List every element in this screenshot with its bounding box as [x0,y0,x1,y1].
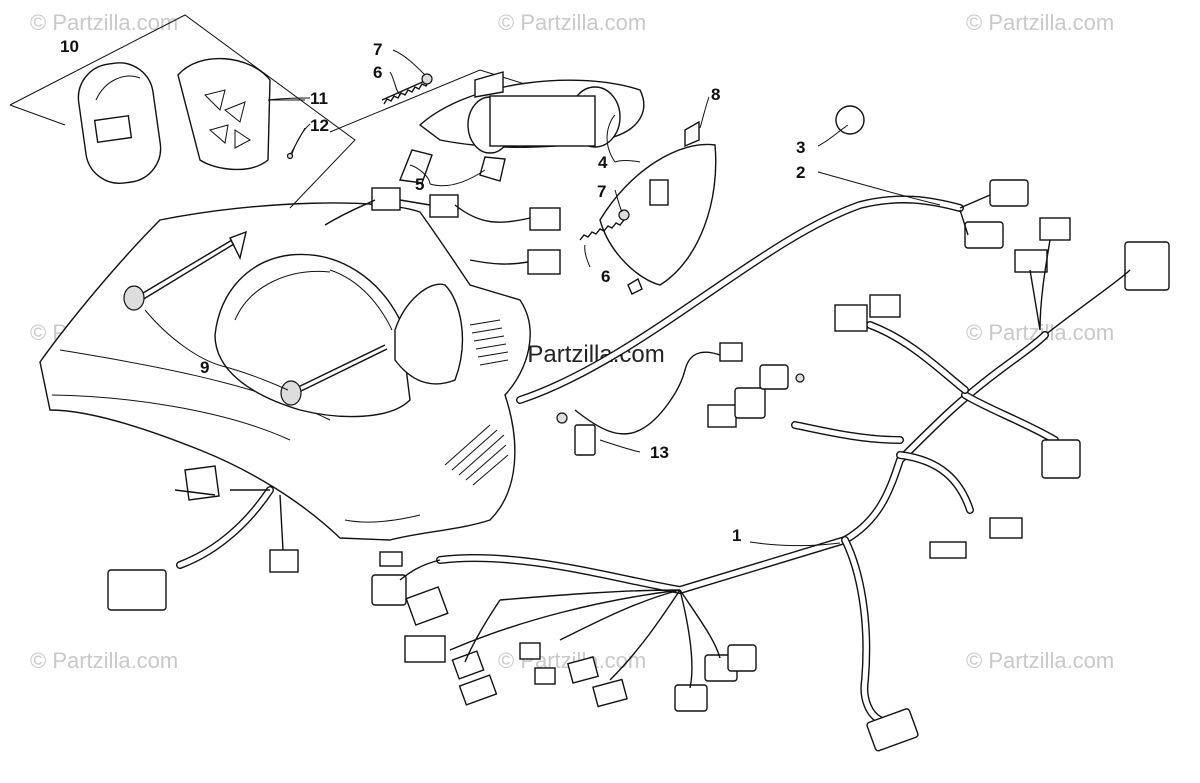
watermark-top-center: © Partzilla.com [498,10,646,35]
callout-12: 12 [310,116,329,135]
headlight-assembly [324,69,717,295]
hood-assembly [39,202,531,541]
leader-lines [144,49,941,547]
callout-2: 2 [796,163,805,182]
watermark-top-right: © Partzilla.com [966,10,1114,35]
callout-3: 3 [796,138,805,157]
callout-10: 10 [60,37,79,56]
callouts: 1 2 3 4 5 6 6 7 7 8 9 10 11 12 13 [60,37,805,545]
harness-2 [516,105,1170,404]
callout-6-upper: 6 [373,63,382,82]
callout-13: 13 [650,443,669,462]
callout-1: 1 [732,526,741,545]
callout-5: 5 [415,175,424,194]
callout-6-lower: 6 [601,267,610,286]
harness-1 [107,294,1081,752]
callout-4: 4 [598,153,608,172]
callout-7-lower: 7 [597,182,606,201]
callout-7-upper: 7 [373,40,382,59]
watermark-top-left: © Partzilla.com [30,10,178,35]
instrument-gauge [9,14,356,209]
callout-9: 9 [200,358,209,377]
watermark-bottom-right: © Partzilla.com [966,648,1114,673]
callout-11: 11 [310,89,328,108]
callout-8: 8 [711,85,720,104]
watermark-bottom-left: © Partzilla.com [30,648,178,673]
